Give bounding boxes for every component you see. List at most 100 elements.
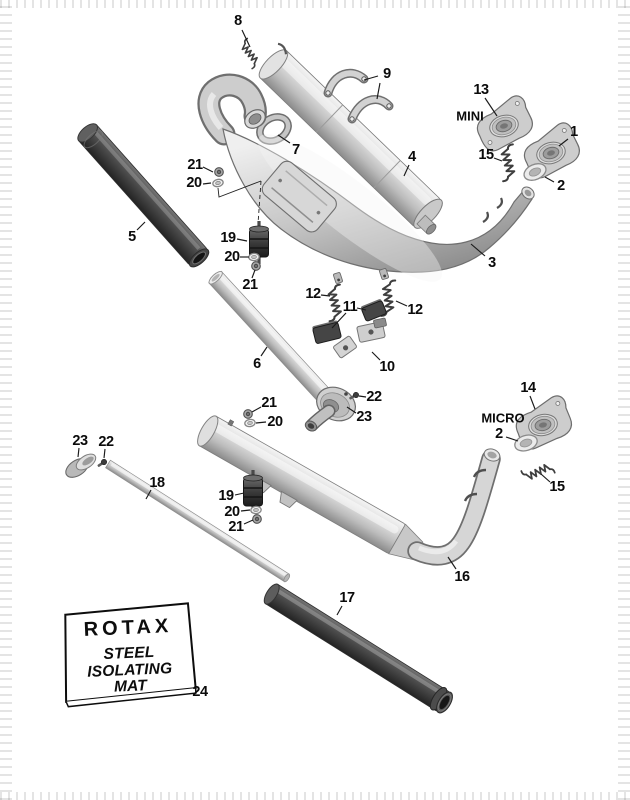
callout-19: 19 — [220, 230, 236, 246]
callout-23: 23 — [72, 433, 88, 449]
plate-line-2: ISOLATING — [87, 660, 173, 681]
rotax-logo-text: ROTAX — [83, 615, 172, 641]
expansion-chamber-3 — [197, 73, 535, 284]
callout-8: 8 — [234, 13, 242, 29]
leader-line — [251, 269, 256, 279]
straps-9 — [323, 68, 394, 124]
callout-20: 20 — [186, 175, 202, 191]
leader-line — [529, 395, 536, 410]
leader-line — [356, 307, 367, 311]
leader-line — [484, 97, 498, 117]
leader-line — [243, 519, 254, 525]
zone-label-mini: MINI — [456, 108, 484, 124]
callout-1: 1 — [570, 124, 578, 140]
callout-20: 20 — [224, 249, 240, 265]
leader-line — [336, 605, 343, 616]
callout-20: 20 — [224, 504, 240, 520]
callout-7: 7 — [292, 142, 300, 158]
exhaust-flange-13 — [470, 92, 538, 155]
callout-9: 9 — [383, 66, 391, 82]
assembly-axis-lines — [217, 180, 262, 225]
nut-21-low — [252, 514, 262, 524]
sealing-ring-7 — [256, 113, 292, 145]
callout-14: 14 — [520, 380, 536, 396]
callout-13: 13 — [473, 82, 489, 98]
support-rod-18 — [105, 459, 291, 583]
leader-line — [77, 447, 80, 458]
callout-11: 11 — [342, 299, 358, 315]
leader-line — [251, 406, 262, 413]
callout-22: 22 — [98, 434, 114, 450]
end-cap-23-left — [65, 453, 97, 478]
callout-21: 21 — [187, 157, 203, 173]
rubber-pad-11-upper — [361, 299, 387, 322]
leader-lines — [77, 29, 569, 616]
callout-20: 20 — [267, 414, 283, 430]
leader-line — [145, 489, 152, 500]
plate-line-3: MAT — [114, 677, 149, 695]
zone-label-micro: MICRO — [481, 410, 525, 426]
callout-10: 10 — [379, 359, 395, 375]
heat-shield — [261, 160, 337, 233]
callout-2: 2 — [557, 178, 565, 194]
leader-line — [234, 492, 245, 496]
bracket-10 — [333, 317, 387, 359]
callout-17: 17 — [339, 590, 355, 606]
leader-line — [346, 406, 357, 414]
outlet-flange-23-mid — [304, 386, 356, 432]
callout-5: 5 — [128, 229, 136, 245]
spring-8 — [234, 37, 266, 70]
callout-18: 18 — [149, 475, 165, 491]
leader-line — [240, 509, 251, 512]
callout-24: 24 — [192, 684, 208, 700]
leader-line — [447, 556, 457, 570]
leader-line — [202, 182, 212, 185]
leader-line — [103, 448, 106, 459]
nut-21-mid-upper — [251, 261, 261, 271]
isolating-tube-5 — [77, 123, 210, 268]
leader-line — [277, 134, 291, 144]
leader-line — [395, 300, 408, 307]
callout-12: 12 — [305, 286, 321, 302]
washer-20-low — [249, 505, 263, 515]
callout-19: 19 — [218, 488, 234, 504]
callout-4: 4 — [408, 149, 416, 165]
leader-line — [371, 351, 381, 361]
washer-20-mid — [243, 418, 257, 428]
leader-line — [136, 221, 146, 231]
callout-12: 12 — [407, 302, 423, 318]
nut-21-mid — [243, 409, 253, 419]
callout-15: 15 — [549, 479, 565, 495]
isolating-tube-17 — [263, 583, 453, 714]
callout-6: 6 — [253, 356, 261, 372]
leader-line — [260, 346, 268, 357]
silencer-4 — [258, 42, 443, 235]
plate-line-1: STEEL — [103, 644, 155, 663]
leader-line — [241, 29, 251, 48]
leader-line — [558, 138, 569, 147]
leader-line — [540, 473, 551, 483]
rubber-pad-11-lower — [312, 320, 342, 344]
callout-16: 16 — [454, 569, 470, 585]
rotax-plate: ROTAX STEEL ISOLATING MAT — [64, 602, 197, 708]
leader-line — [544, 176, 555, 183]
leader-line — [363, 75, 379, 81]
callout-22: 22 — [366, 389, 382, 405]
nut-21-top — [214, 167, 224, 177]
callout-21: 21 — [228, 519, 244, 535]
leader-line — [320, 294, 331, 297]
leader-line — [470, 243, 486, 257]
exhaust-pipe-16 — [197, 415, 501, 566]
washer-20-mid-upper — [247, 252, 261, 262]
leader-line — [493, 157, 503, 162]
callout-15: 15 — [478, 147, 494, 163]
callout-21: 21 — [261, 395, 277, 411]
leader-line — [505, 436, 519, 442]
callout-3: 3 — [488, 255, 496, 271]
leader-line — [403, 164, 410, 177]
callout-21: 21 — [242, 277, 258, 293]
leader-line — [202, 166, 214, 173]
callout-2: 2 — [495, 426, 503, 442]
leader-line — [255, 421, 267, 424]
